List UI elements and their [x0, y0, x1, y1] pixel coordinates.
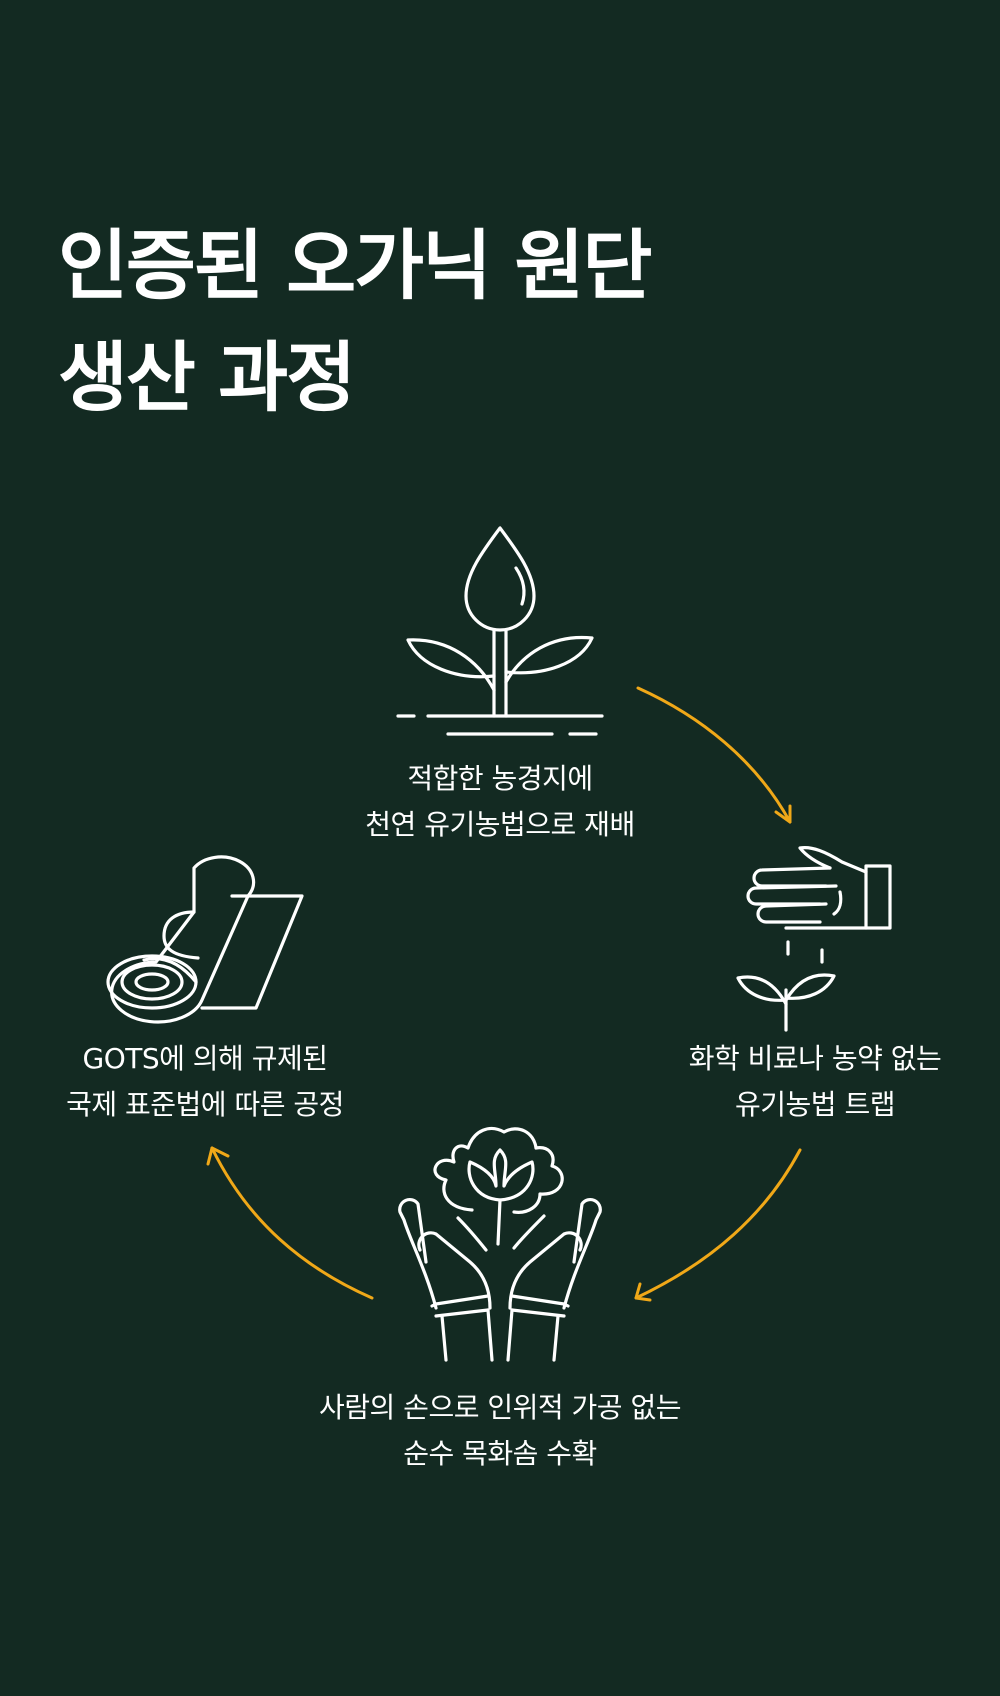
arrow-step1-to-step2 [636, 686, 792, 824]
step-2-line-2: 유기농법 트랩 [735, 1088, 895, 1121]
step-3-line-2: 순수 목화솜 수확 [403, 1437, 597, 1470]
page-title: 인증된 오가닉 원단 생산 과정 [58, 210, 938, 434]
step-2-line-1: 화학 비료나 농약 없는 [688, 1042, 942, 1075]
hands-holding-cotton-icon [398, 1126, 602, 1362]
step-4-line-2: 국제 표준법에 따른 공정 [66, 1088, 344, 1121]
step-caption-2: 화학 비료나 농약 없는 유기농법 트랩 [620, 1036, 1000, 1128]
step-1-line-2: 천연 유기농법으로 재배 [365, 808, 635, 841]
step-caption-1: 적합한 농경지에 천연 유기농법으로 재배 [300, 756, 700, 848]
sprout-icon [396, 526, 604, 736]
arrow-step3-to-step4 [206, 1146, 374, 1300]
step-caption-4: GOTS에 의해 규제된 국제 표준법에 따른 공정 [0, 1036, 410, 1128]
step-1-line-1: 적합한 농경지에 [407, 762, 593, 795]
step-4-line-1: GOTS에 의해 규제된 [82, 1042, 328, 1075]
step-caption-3: 사람의 손으로 인위적 가공 없는 순수 목화솜 수확 [270, 1385, 730, 1477]
fabric-roll-icon [106, 855, 304, 1024]
hand-sowing-seeds-icon [736, 846, 892, 1032]
arrow-step2-to-step3 [634, 1148, 802, 1302]
title-line-2: 생산 과정 [58, 333, 356, 422]
title-line-1: 인증된 오가닉 원단 [58, 221, 652, 310]
step-3-line-1: 사람의 손으로 인위적 가공 없는 [319, 1391, 681, 1424]
